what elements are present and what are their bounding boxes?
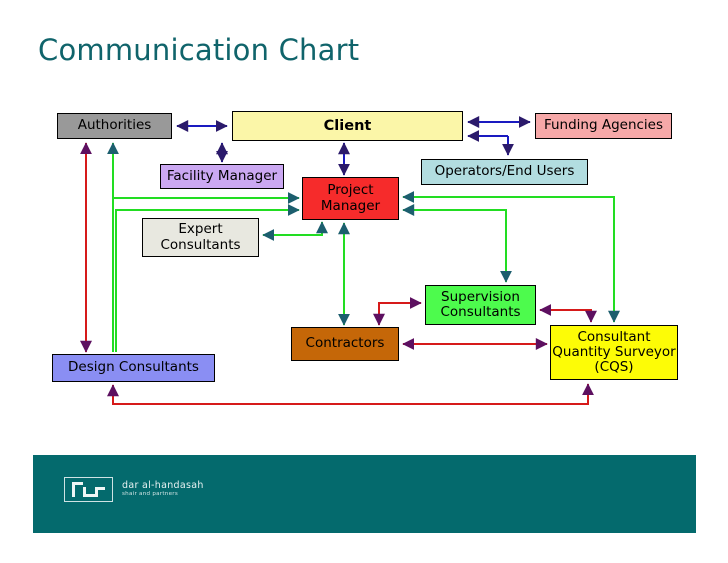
page-title: Communication Chart <box>38 33 360 67</box>
dar-logo-icon <box>64 477 113 502</box>
node-label-facility-manager: Facility Manager <box>166 167 278 184</box>
node-design-consultants[interactable]: Design Consultants <box>52 354 215 382</box>
diagram-connectors <box>80 116 620 405</box>
node-label-operators-end-users: Operators/End Users <box>434 163 575 180</box>
node-supervision-consultants[interactable]: Supervision Consultants <box>425 285 536 325</box>
node-label-funding-agencies: Funding Agencies <box>543 117 664 134</box>
company-logo: dar al-handasah shair and partners <box>64 477 204 502</box>
node-project-manager[interactable]: Project Manager <box>302 177 399 220</box>
node-label-authorities: Authorities <box>77 117 152 134</box>
node-facility-manager[interactable]: Facility Manager <box>160 164 284 189</box>
node-funding-agencies[interactable]: Funding Agencies <box>535 113 672 139</box>
node-label-client: Client <box>323 117 372 134</box>
communication-chart-diagram: Authorities Client Funding Agencies Faci… <box>52 111 678 405</box>
node-label-contractors: Contractors <box>305 335 385 352</box>
footer-bar: dar al-handasah shair and partners <box>33 455 696 533</box>
node-label-supervision-consultants: Supervision Consultants <box>440 288 521 320</box>
logo-name: dar al-handasah <box>122 480 204 492</box>
node-authorities[interactable]: Authorities <box>57 113 172 139</box>
node-expert-consultants[interactable]: Expert Consultants <box>142 218 259 257</box>
node-label-expert-consultants: Expert Consultants <box>160 221 241 253</box>
logo-tagline: shair and partners <box>122 491 178 498</box>
node-label-design-consultants: Design Consultants <box>68 359 199 376</box>
node-contractors[interactable]: Contractors <box>291 327 399 361</box>
node-label-project-manager: Project Manager <box>320 182 381 214</box>
logo-wordmark: dar al-handasah shair and partners <box>122 481 204 498</box>
node-client[interactable]: Client <box>232 111 463 141</box>
node-label-cqs: Consultant Quantity Surveyor (CQS) <box>552 328 676 376</box>
node-cqs[interactable]: Consultant Quantity Surveyor (CQS) <box>550 325 678 380</box>
node-operators-end-users[interactable]: Operators/End Users <box>421 159 588 185</box>
